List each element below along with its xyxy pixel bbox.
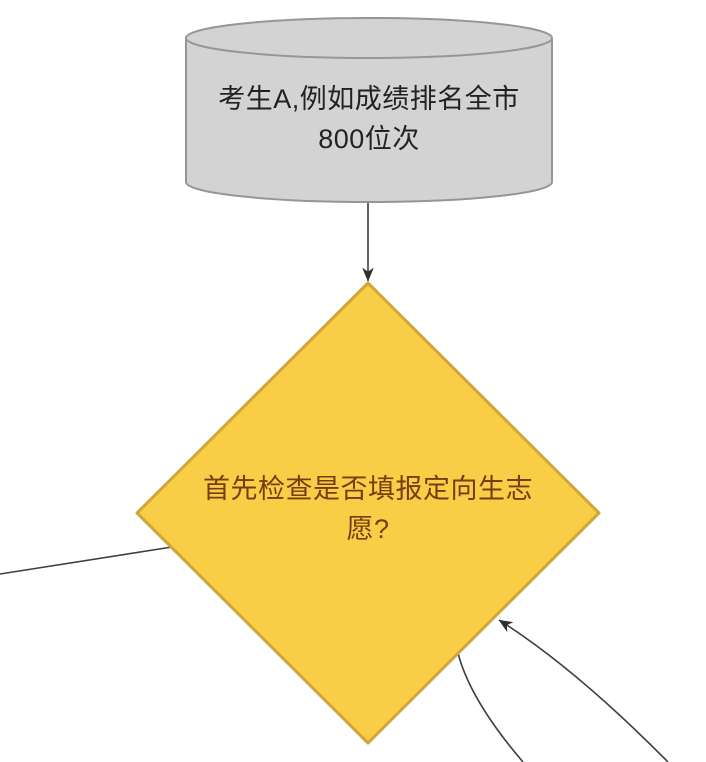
decision-diamond-shape: [135, 281, 601, 745]
connector-decision-lower-right-exit: [457, 652, 524, 762]
connector-decision-left-exit: [0, 546, 173, 575]
cylinder-body: [185, 38, 553, 203]
cylinder-top: [185, 17, 553, 59]
connector-incoming-lower-right: [498, 619, 669, 762]
database-shape: [185, 17, 553, 203]
